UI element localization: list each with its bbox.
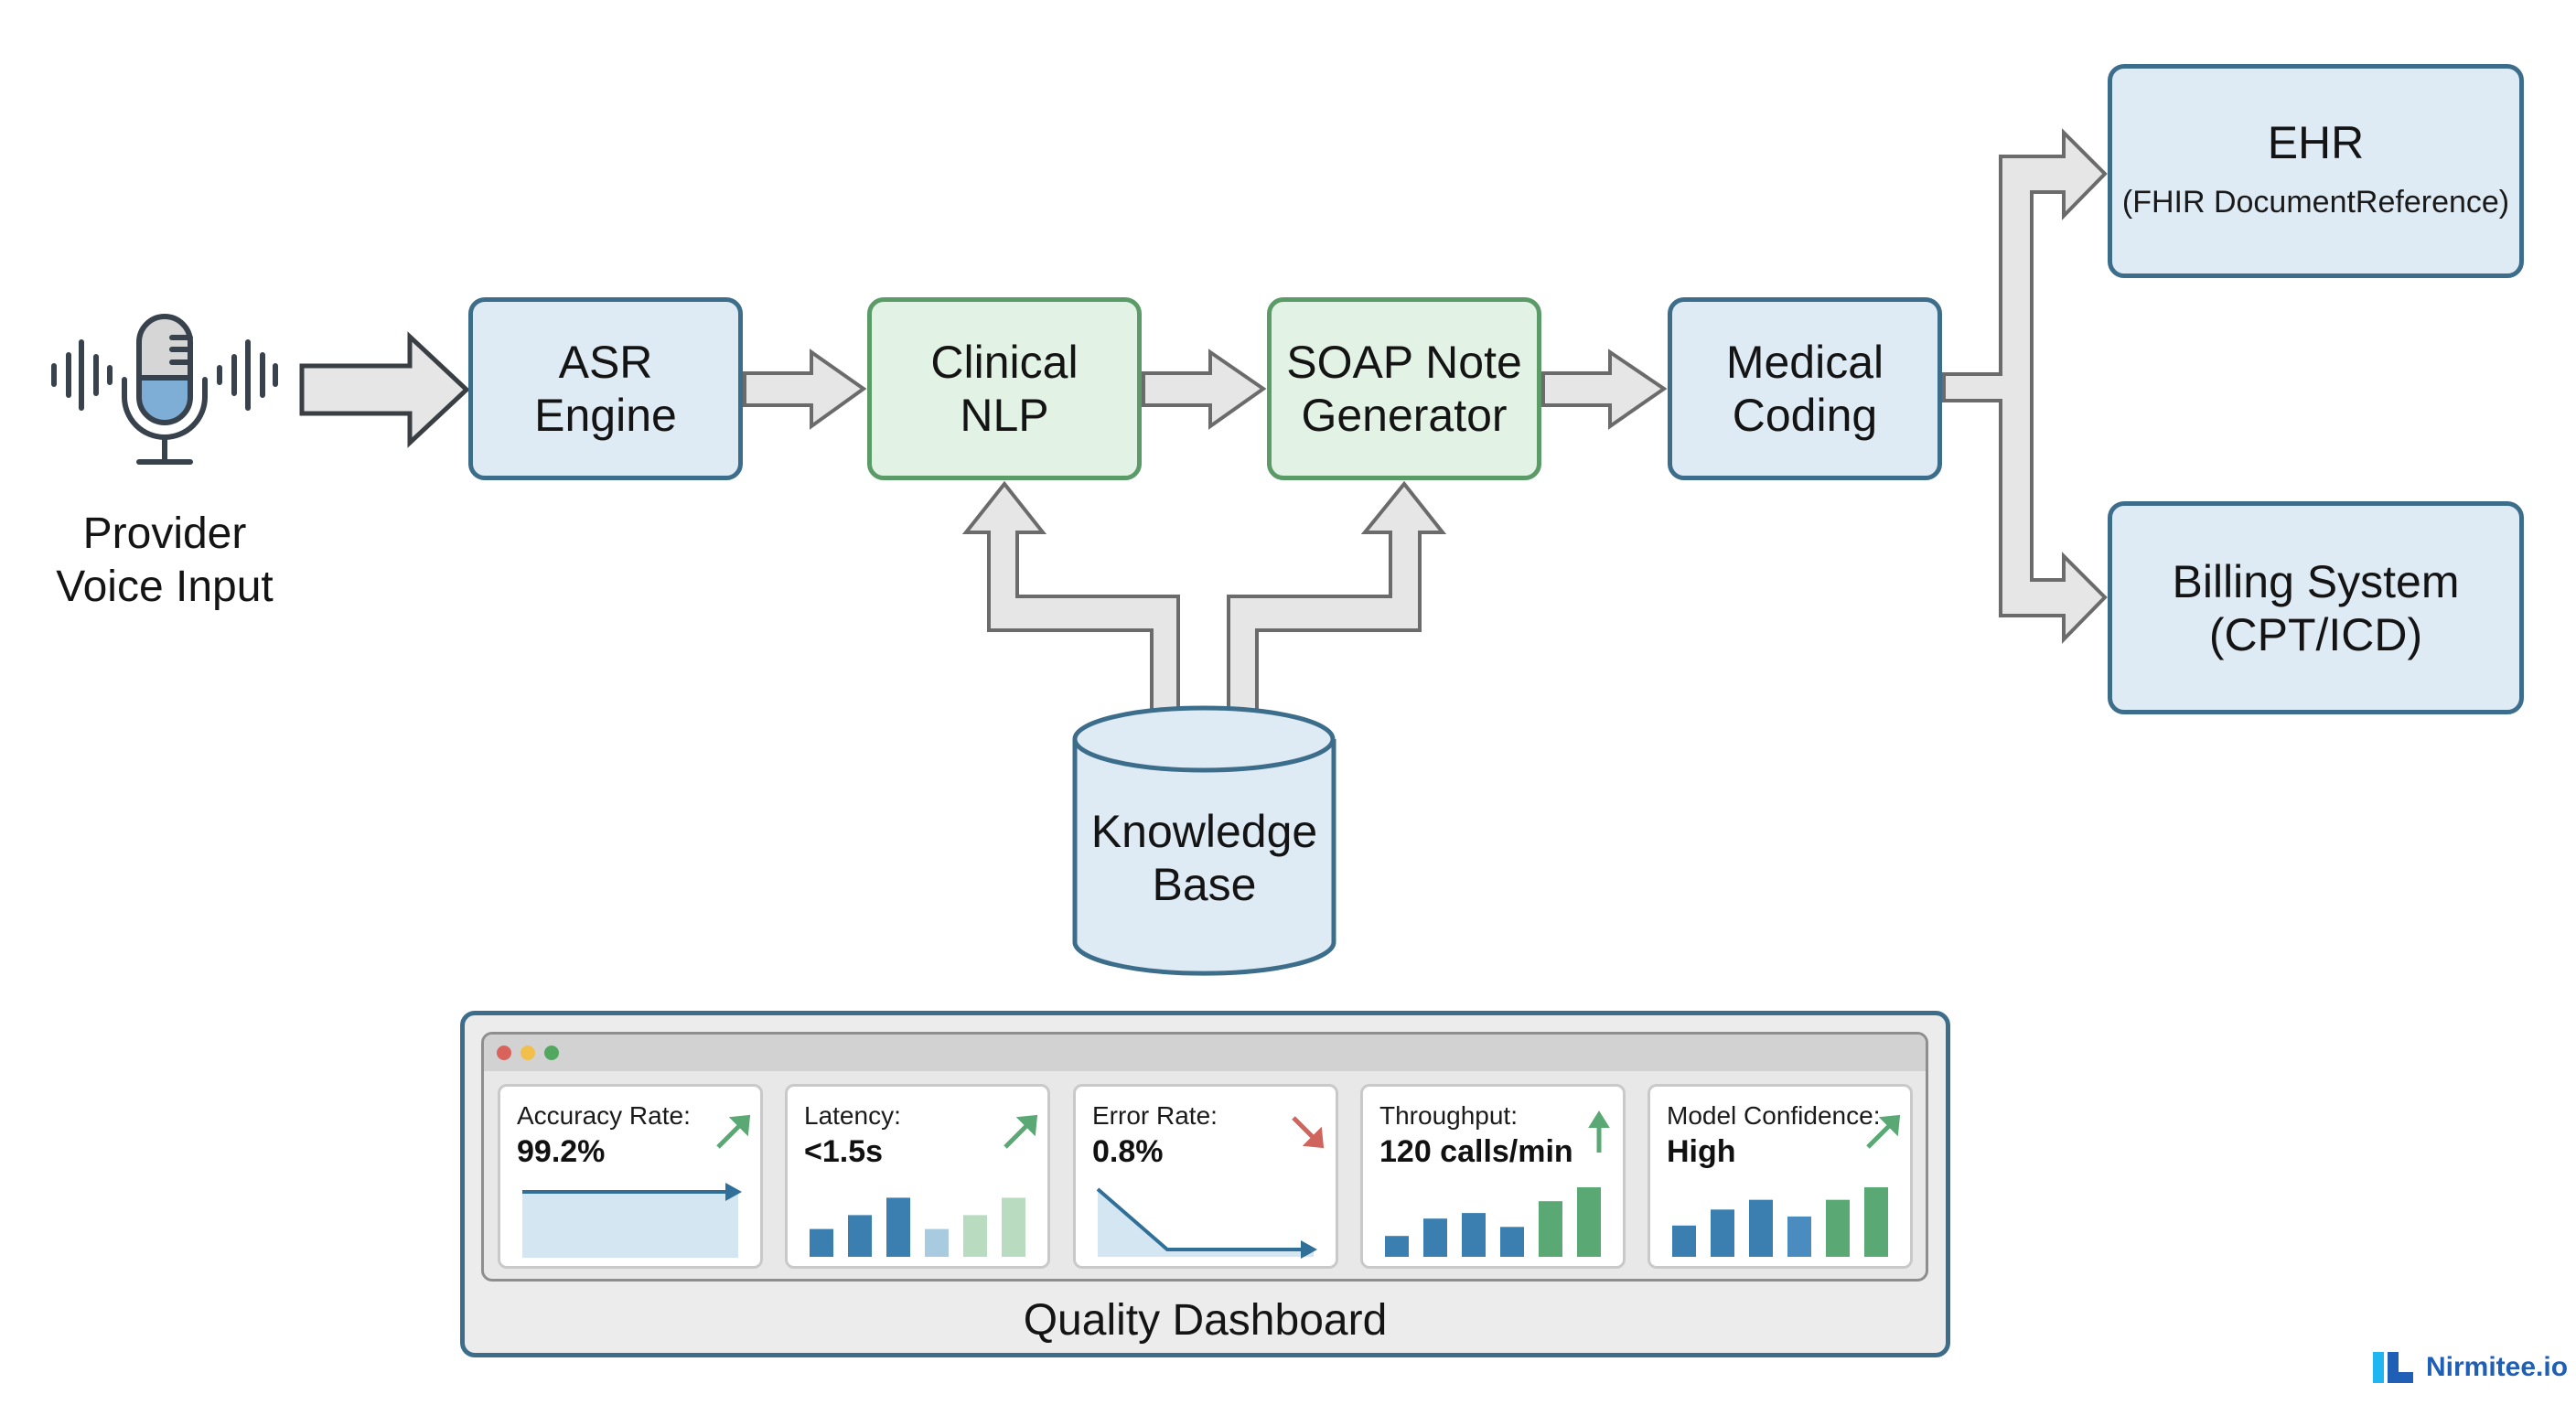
window-maximize-dot[interactable]: [544, 1046, 559, 1060]
node-soap-line2: Generator: [1301, 390, 1508, 441]
arrow-kb-to-soap: [1227, 480, 1447, 732]
database-icon: [1072, 705, 1336, 976]
metric-value: High: [1667, 1134, 1736, 1169]
input-label: Provider Voice Input: [27, 508, 302, 614]
arrow-coding-to-ehr-billing: [1942, 128, 2108, 644]
sparkline-bar: [848, 1215, 872, 1257]
node-asr-engine[interactable]: ASR Engine: [468, 297, 743, 480]
dashboard-title: Quality Dashboard: [1023, 1296, 1388, 1345]
metric-card[interactable]: Model Confidence: High: [1648, 1084, 1913, 1269]
metric-sparkline: [522, 1114, 751, 1258]
arrow-nlp-to-soap: [1142, 349, 1267, 430]
brand-name: Nirmitee.io: [2426, 1352, 2569, 1382]
node-kb-line1: Knowledge: [1090, 806, 1318, 857]
metric-card[interactable]: Throughput: 120 calls/min: [1360, 1084, 1626, 1269]
node-clinical-nlp[interactable]: Clinical NLP: [867, 297, 1142, 480]
sparkline-bar: [1864, 1187, 1888, 1257]
node-knowledge-base[interactable]: Knowledge Base: [1075, 805, 1334, 911]
sparkline-bar: [963, 1215, 987, 1257]
node-soap-line1: SOAP Note: [1286, 337, 1522, 388]
sparkline-area: [522, 1192, 738, 1258]
trend-up-icon: [716, 1114, 751, 1149]
sparkline-bar: [1826, 1199, 1850, 1257]
node-ehr-subtitle: (FHIR DocumentReference): [2121, 185, 2510, 220]
arrow-soap-to-coding: [1541, 349, 1668, 430]
metric-sparkline: [1096, 1116, 1325, 1259]
metric-card[interactable]: Latency: <1.5s: [785, 1084, 1050, 1269]
sparkline-arrowhead: [725, 1183, 742, 1201]
arrow-kb-to-nlp: [961, 480, 1180, 732]
metric-title: Accuracy Rate:: [517, 1101, 691, 1130]
metric-value: 99.2%: [517, 1134, 606, 1169]
metric-value: <1.5s: [804, 1134, 884, 1169]
sparkline-bar: [1711, 1209, 1734, 1257]
metric-title: Throughput:: [1379, 1101, 1518, 1130]
metric-value: 120 calls/min: [1379, 1134, 1573, 1169]
node-coding-line1: Medical: [1725, 337, 1884, 388]
metric-title: Error Rate:: [1092, 1101, 1218, 1130]
sparkline-bar: [925, 1228, 949, 1257]
window-titlebar: [484, 1035, 1926, 1071]
metric-title: Latency:: [804, 1101, 901, 1130]
node-medical-coding[interactable]: Medical Coding: [1668, 297, 1942, 480]
metric-sparkline: [1672, 1114, 1901, 1257]
sparkline-bar: [1500, 1227, 1524, 1257]
metric-card[interactable]: Accuracy Rate: 99.2%: [498, 1084, 763, 1269]
sparkline-bar: [1749, 1199, 1773, 1257]
sparkline-bar: [1577, 1187, 1601, 1257]
sparkline-bar: [1787, 1216, 1811, 1257]
metric-title: Model Confidence:: [1667, 1101, 1881, 1130]
nirmitee-logo-icon: [2373, 1352, 2413, 1383]
metric-value: 0.8%: [1092, 1134, 1164, 1169]
metric-sparkline: [810, 1114, 1038, 1257]
arrow-asr-to-nlp: [743, 349, 867, 430]
node-nlp-line2: NLP: [960, 390, 1049, 441]
sparkline-bar: [1672, 1225, 1696, 1257]
brand-logo[interactable]: Nirmitee.io: [2373, 1352, 2568, 1383]
sparkline-line: [1096, 1187, 1304, 1251]
node-billing-system[interactable]: Billing System (CPT/ICD): [2108, 501, 2524, 714]
sparkline-bar: [1423, 1218, 1447, 1257]
sparkline-bar: [1385, 1236, 1409, 1257]
arrow-input-to-asr: [299, 331, 470, 448]
trend-up-icon: [1004, 1114, 1038, 1149]
window-minimize-dot[interactable]: [521, 1046, 535, 1060]
node-coding-line2: Coding: [1732, 390, 1878, 441]
node-ehr-title: EHR: [2267, 117, 2365, 168]
node-billing-line2: (CPT/ICD): [2208, 608, 2423, 660]
trend-up-icon: [1588, 1110, 1610, 1153]
trend-down-icon: [1292, 1116, 1325, 1149]
node-nlp-line1: Clinical: [930, 337, 1079, 388]
sparkline-bar: [886, 1197, 910, 1257]
microphone-icon: [51, 314, 278, 465]
sparkline-bar: [1002, 1197, 1025, 1257]
node-soap-note-generator[interactable]: SOAP Note Generator: [1267, 297, 1541, 480]
sparkline-arrowhead: [1301, 1240, 1317, 1259]
window-close-dot[interactable]: [497, 1046, 511, 1060]
node-ehr[interactable]: EHR (FHIR DocumentReference): [2108, 64, 2524, 278]
node-billing-line1: Billing System: [2172, 555, 2460, 607]
sparkline-bar: [1539, 1201, 1562, 1257]
sparkline-area: [1098, 1189, 1314, 1257]
node-asr-line1: ASR: [558, 337, 653, 388]
sparkline-bar: [810, 1228, 833, 1257]
input-label-line2: Voice Input: [56, 563, 274, 611]
metric-card[interactable]: Error Rate: 0.8%: [1073, 1084, 1338, 1269]
input-label-line1: Provider: [82, 509, 247, 558]
sparkline-bar: [1462, 1213, 1486, 1257]
node-kb-line2: Base: [1152, 859, 1257, 910]
trend-up-icon: [1866, 1114, 1901, 1149]
metric-sparkline: [1385, 1110, 1610, 1257]
node-asr-line2: Engine: [534, 390, 677, 441]
